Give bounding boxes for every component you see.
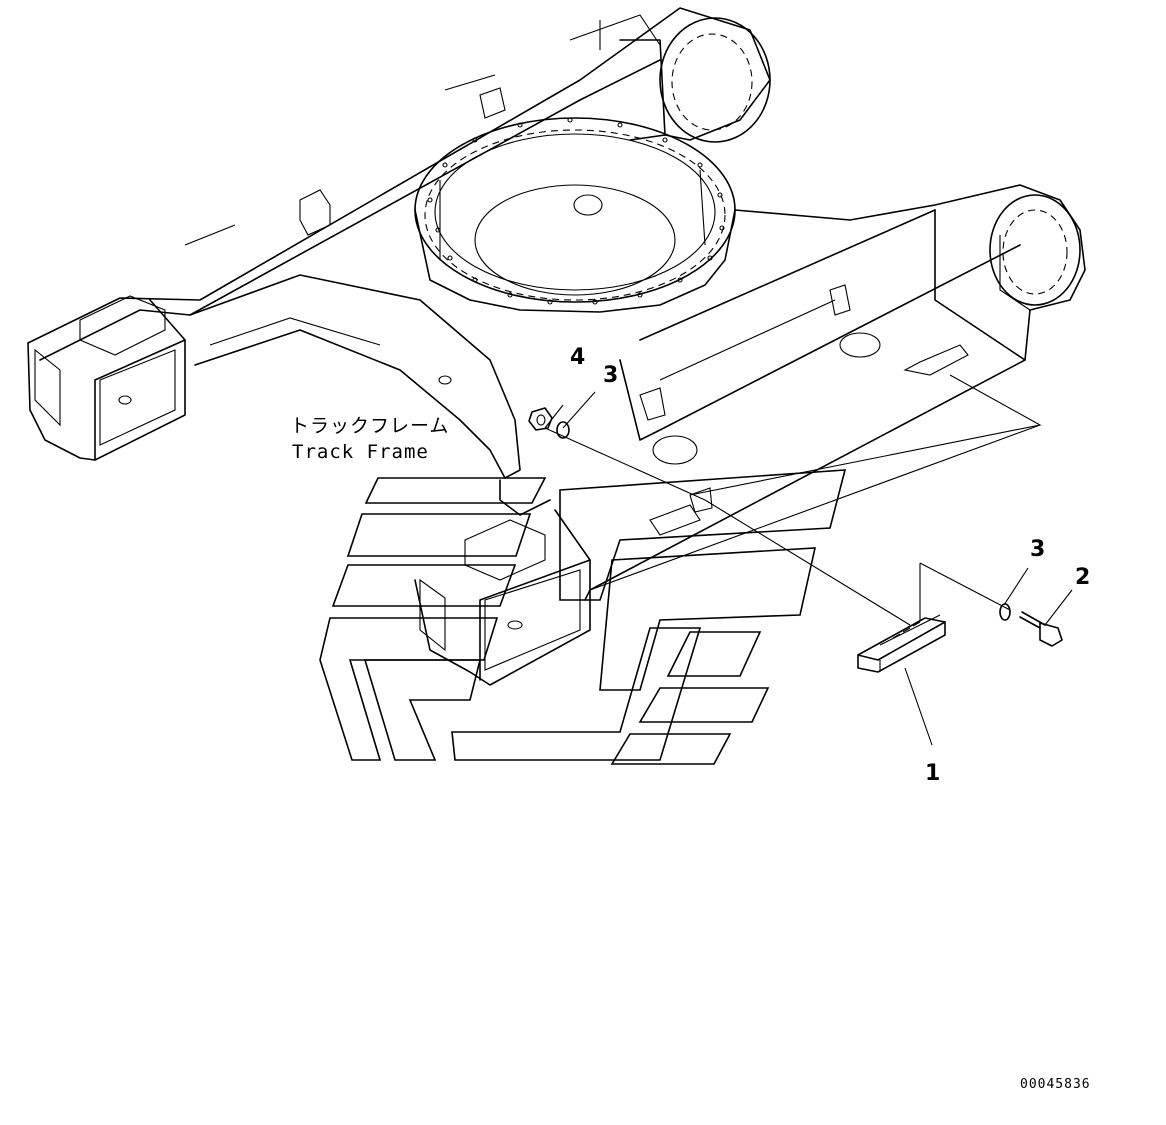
label-track-frame-en: Track Frame — [292, 441, 429, 463]
callout-step: 1 — [925, 761, 940, 786]
leader-lines — [544, 374, 1073, 746]
track-frame-drawing — [27, 7, 1086, 686]
drawing-code: 00045836 — [1020, 1077, 1091, 1092]
part-step — [857, 614, 946, 673]
part-washer-lower — [999, 603, 1011, 621]
callout-nut: 4 — [570, 345, 585, 370]
label-track-frame-jp: トラックフレーム — [290, 415, 449, 437]
part-washer-upper — [556, 421, 570, 439]
callout-washer-lower: 3 — [1030, 537, 1045, 562]
callout-bolt: 2 — [1075, 565, 1090, 590]
part-nut — [528, 407, 553, 431]
callout-washer-upper: 3 — [603, 363, 618, 388]
watermark-logo — [319, 469, 847, 765]
bolt-holes — [427, 117, 725, 305]
part-bolt — [1019, 611, 1063, 647]
